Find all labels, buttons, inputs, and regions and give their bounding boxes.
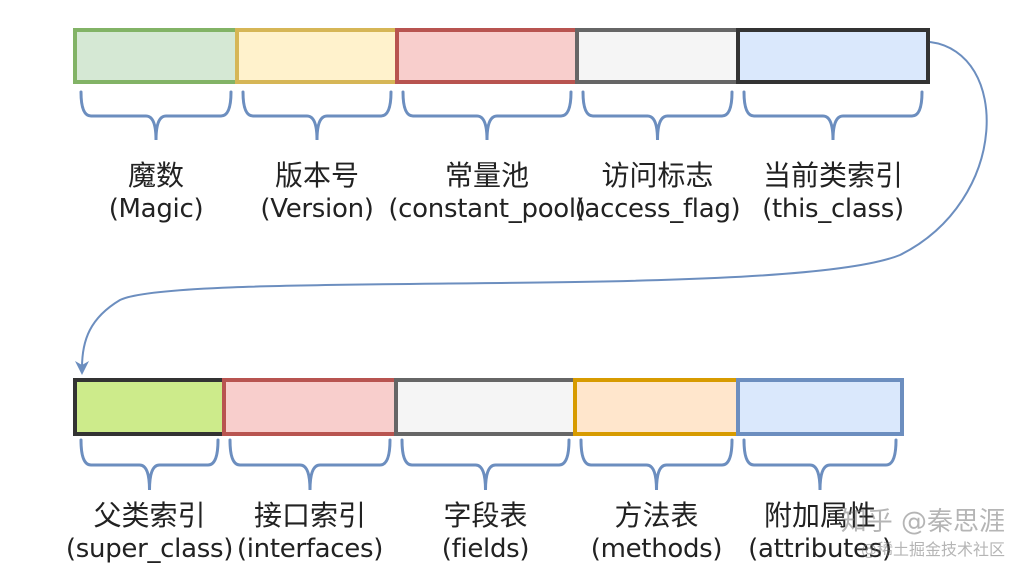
row1-label-en-3: (access_flag): [574, 194, 741, 224]
row2-box-3: [573, 378, 740, 436]
row1-box-1: [235, 28, 399, 84]
row1-label-zh-4: 当前类索引: [762, 159, 903, 192]
watermark-juejin: @稀土掘金技术社区: [860, 539, 1005, 559]
row1-label-2: 常量池(constant_pool): [388, 158, 586, 226]
row2-box-1: [222, 378, 398, 436]
row1-label-0: 魔数(Magic): [109, 158, 204, 226]
row2-label-en-4: (attributes): [748, 534, 892, 564]
row2-label-zh-1: 接口索引: [253, 499, 367, 532]
watermark: 知乎 @秦思涯 @稀土掘金技术社区: [841, 508, 1005, 558]
flow-arrow: [75, 41, 988, 375]
row2-label-1: 接口索引(interfaces): [236, 498, 384, 566]
row2-box-2: [394, 378, 577, 436]
row2-label-zh-4: 附加属性: [763, 499, 877, 532]
row1-label-zh-3: 访问标志: [601, 159, 714, 192]
row1-box-3: [575, 28, 740, 84]
row1-label-zh-0: 魔数: [127, 159, 185, 192]
row2-label-2: 字段表(fields): [442, 498, 530, 566]
row1-brace-0: [79, 90, 233, 141]
row2-brace-1: [228, 438, 392, 491]
watermark-zhihu: 知乎 @秦思涯: [840, 507, 1005, 537]
row1-box-4: [736, 28, 930, 84]
row2-label-en-3: (methods): [590, 534, 723, 564]
row1-label-en-0: (Magic): [108, 194, 204, 224]
row2-label-4: 附加属性(attributes): [748, 498, 892, 566]
row1-label-4: 当前类索引(this_class): [762, 158, 904, 226]
row2-label-en-2: (fields): [441, 534, 530, 564]
row1-box-2: [395, 28, 579, 84]
row1-brace-2: [401, 90, 573, 141]
row2-label-en-0: (super_class): [65, 534, 234, 564]
row1-label-3: 访问标志(access_flag): [575, 158, 741, 226]
row2-label-zh-2: 字段表: [443, 499, 528, 532]
row2-label-0: 父类索引(super_class): [66, 498, 233, 566]
row1-label-zh-2: 常量池: [444, 159, 530, 192]
row2-label-3: 方法表(methods): [591, 498, 723, 566]
row1-label-en-4: (this_class): [762, 194, 904, 224]
row1-brace-3: [581, 90, 734, 141]
row2-label-zh-0: 父类索引: [93, 499, 206, 532]
row2-box-0: [73, 378, 226, 436]
row2-brace-3: [579, 438, 734, 491]
row1-label-en-2: (constant_pool): [388, 194, 586, 224]
row1-box-0: [73, 28, 239, 84]
row1-brace-1: [241, 90, 393, 141]
row2-label-zh-3: 方法表: [614, 499, 699, 532]
row1-label-1: 版本号(Version): [260, 158, 374, 226]
row2-brace-2: [400, 438, 571, 491]
row1-label-zh-1: 版本号: [274, 159, 360, 192]
row2-brace-4: [742, 438, 898, 491]
row1-brace-4: [742, 90, 924, 141]
row2-brace-0: [79, 438, 220, 491]
row1-label-en-1: (Version): [260, 194, 374, 224]
row2-label-en-1: (interfaces): [236, 534, 384, 564]
row2-box-4: [736, 378, 904, 436]
